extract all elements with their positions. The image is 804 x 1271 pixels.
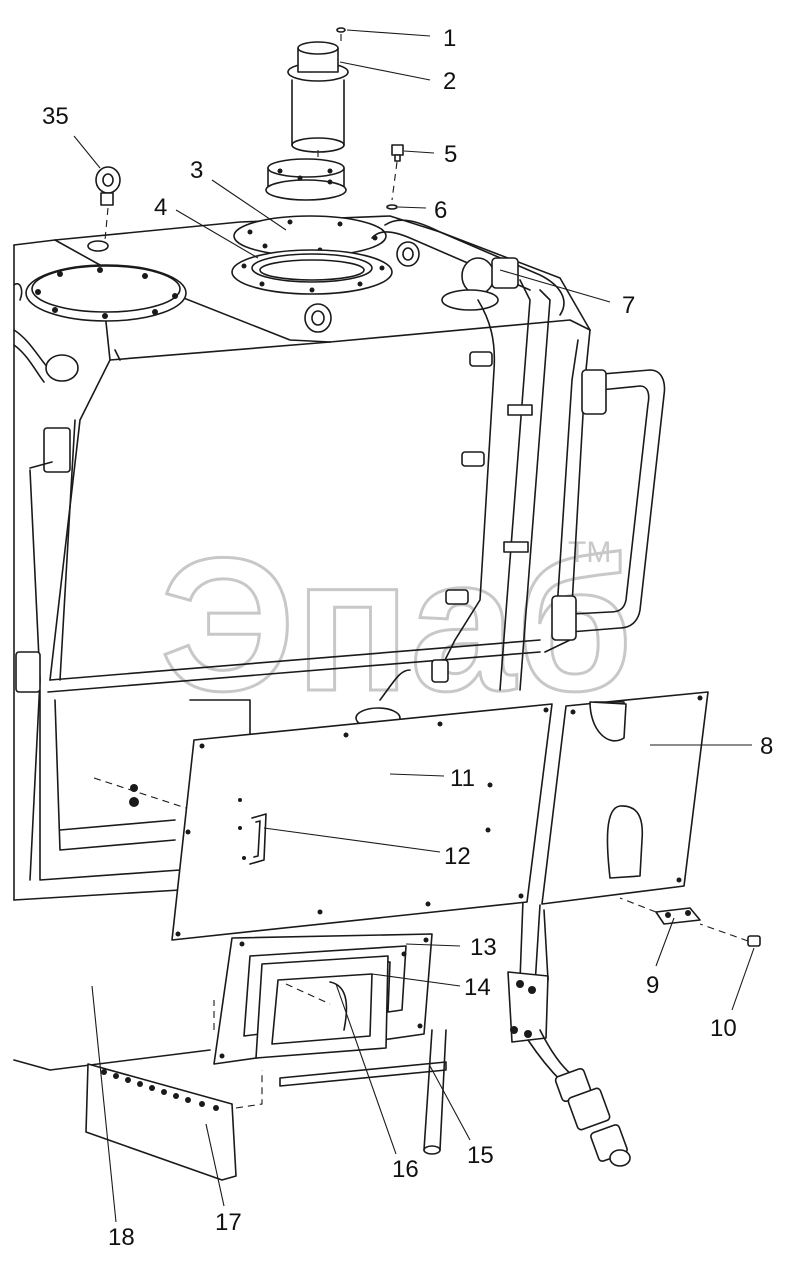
alignment-lines xyxy=(93,777,331,1030)
callout-7: 7 xyxy=(622,292,635,319)
bolt-10 xyxy=(619,897,761,947)
perforated-plate-17 xyxy=(85,1063,263,1181)
cover-plate-8 xyxy=(541,691,709,905)
callout-6: 6 xyxy=(434,197,447,224)
lifting-eyes xyxy=(304,241,420,333)
frame-plate-14 xyxy=(255,955,389,1059)
callout-1: 1 xyxy=(443,25,456,52)
callout-9: 9 xyxy=(646,972,659,999)
callout-15: 15 xyxy=(467,1142,494,1169)
callout-11: 11 xyxy=(450,765,475,792)
callout-12: 12 xyxy=(444,843,471,870)
callout-leaders xyxy=(73,29,755,1223)
filler-neck xyxy=(231,27,393,295)
callout-16: 16 xyxy=(392,1156,419,1183)
panel-plate-11 xyxy=(171,703,553,941)
callout-13: 13 xyxy=(470,934,497,961)
callout-labels: 1 2 3 4 5 6 7 8 9 10 11 12 13 14 15 16 1… xyxy=(42,25,773,1251)
bracket-9 xyxy=(655,907,701,925)
breather-pipe xyxy=(371,219,565,691)
side-handle xyxy=(551,369,666,641)
eye-bolt-35 xyxy=(95,166,121,241)
manway-cover-left xyxy=(25,240,187,322)
cable-connector xyxy=(507,909,631,1167)
callout-10: 10 xyxy=(710,1015,737,1042)
callout-17: 17 xyxy=(215,1209,242,1236)
left-hose xyxy=(13,282,79,693)
callout-3: 3 xyxy=(190,157,203,184)
callout-14: 14 xyxy=(464,974,491,1001)
bolt-washer-5-6 xyxy=(386,144,404,210)
tank-body xyxy=(13,215,591,1071)
callout-5: 5 xyxy=(444,141,457,168)
callout-4: 4 xyxy=(154,194,167,221)
callout-2: 2 xyxy=(443,68,456,95)
callout-8: 8 xyxy=(760,733,773,760)
callout-18: 18 xyxy=(108,1224,135,1251)
callout-35: 35 xyxy=(42,103,69,130)
